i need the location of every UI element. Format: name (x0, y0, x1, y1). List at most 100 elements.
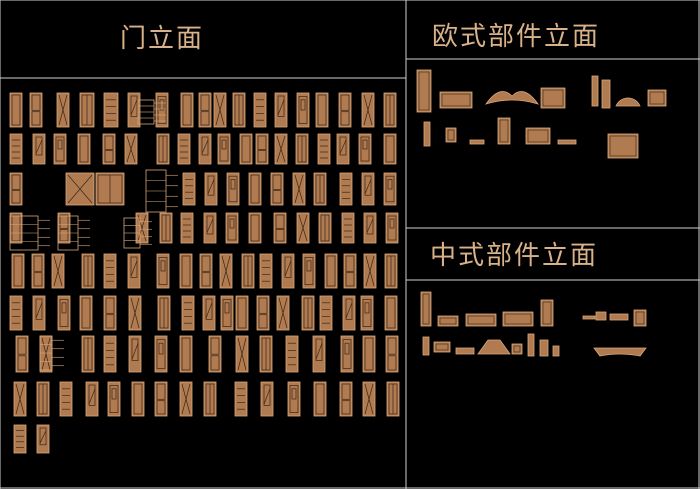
door-panel (79, 135, 89, 163)
door-panel (105, 314, 115, 329)
door-frame (128, 335, 142, 373)
door-panel (11, 190, 21, 204)
door-elevation (203, 212, 217, 244)
door-frame (273, 212, 287, 244)
door-panel (11, 174, 21, 190)
door-panel (17, 337, 27, 355)
door-elevation (384, 295, 398, 331)
door-glass-line (205, 302, 213, 319)
door-glass-line (137, 214, 147, 242)
door-elevation (312, 335, 326, 373)
door-frame (319, 295, 333, 331)
lattice-panel-body (437, 315, 459, 327)
door-elevation (362, 381, 376, 417)
balustrade-part-inset (441, 93, 471, 107)
door-panel (206, 215, 214, 235)
door-frame (339, 172, 353, 206)
column-part-inset (418, 71, 430, 111)
door-elevation (281, 253, 295, 289)
fireplace-part-body (540, 87, 566, 109)
door-frame (341, 212, 355, 244)
door-panel (39, 427, 47, 446)
door-panel (13, 255, 23, 287)
door-elevation (384, 253, 398, 289)
fireplace-part-inset (542, 89, 564, 107)
post-part-body (527, 333, 535, 357)
lattice-panel (437, 315, 459, 327)
door-elevation (239, 133, 253, 165)
door-elevation (36, 424, 50, 454)
door-frame (177, 133, 191, 165)
roof-ornament (477, 339, 511, 355)
balustrade-part (439, 91, 473, 109)
door-panel (342, 339, 352, 369)
door-frame (313, 381, 327, 417)
door-panel (340, 111, 350, 126)
door-elevation (56, 92, 70, 128)
block-part (511, 343, 523, 355)
lattice-panel-body (540, 299, 554, 327)
door-panel (277, 95, 285, 117)
door-panel (364, 302, 370, 314)
door-elevation (103, 92, 119, 128)
door-elevation (85, 381, 99, 417)
door-panel (387, 179, 393, 190)
door-glass-line (130, 260, 138, 277)
door-elevation (128, 295, 142, 331)
door-panel (387, 337, 397, 355)
door-frame (180, 92, 194, 128)
door-elevation (9, 212, 23, 244)
door-panel (130, 256, 138, 278)
door-panel (341, 383, 351, 400)
door-frame (336, 133, 350, 165)
door-panel (31, 111, 41, 126)
door-glass-line (35, 139, 43, 154)
door-glass-line (277, 99, 285, 116)
door-glass-line (41, 337, 51, 371)
door-panel (222, 299, 232, 327)
column-part (416, 69, 432, 113)
door-elevation (295, 133, 309, 165)
door-elevation (32, 295, 46, 331)
door-frame (203, 212, 217, 244)
lattice-panel (465, 313, 497, 327)
bracket-part-body (445, 127, 457, 143)
door-panel (387, 215, 397, 241)
door-elevation (53, 133, 67, 165)
door-panel (57, 139, 63, 150)
door-elevation (318, 212, 332, 244)
door-elevation (362, 335, 376, 373)
door-elevation (313, 381, 327, 417)
door-frame (103, 335, 117, 373)
door-panel (272, 190, 282, 204)
door-panel (360, 136, 370, 162)
door-glass-line (35, 302, 43, 319)
door-assembly-detail (39, 335, 64, 371)
door-glass-line (130, 99, 138, 116)
block-part (433, 341, 451, 353)
door-panel (257, 135, 267, 150)
door-panel (385, 175, 395, 203)
door-frame (204, 172, 218, 206)
door-frame (9, 172, 23, 206)
door-elevation (124, 133, 138, 165)
door-panel (315, 383, 325, 415)
door-panel (156, 339, 166, 369)
door-elevation (292, 172, 306, 206)
door-panel (364, 175, 372, 196)
door-panel (33, 272, 43, 287)
door-elevation (179, 335, 193, 373)
door-panel (364, 337, 374, 371)
block-part-body (511, 343, 523, 355)
chest-part-inset (609, 135, 637, 157)
door-assembly-detail (123, 217, 152, 249)
lattice-panel-body (420, 291, 432, 327)
door-panel (111, 388, 117, 400)
base-part-body (455, 347, 475, 355)
door-panel (181, 255, 191, 287)
pilaster-part (601, 79, 611, 109)
block-part-inset (513, 345, 521, 353)
door-panel (210, 355, 220, 371)
door-frame (32, 295, 46, 331)
door-glass-line (294, 174, 304, 204)
